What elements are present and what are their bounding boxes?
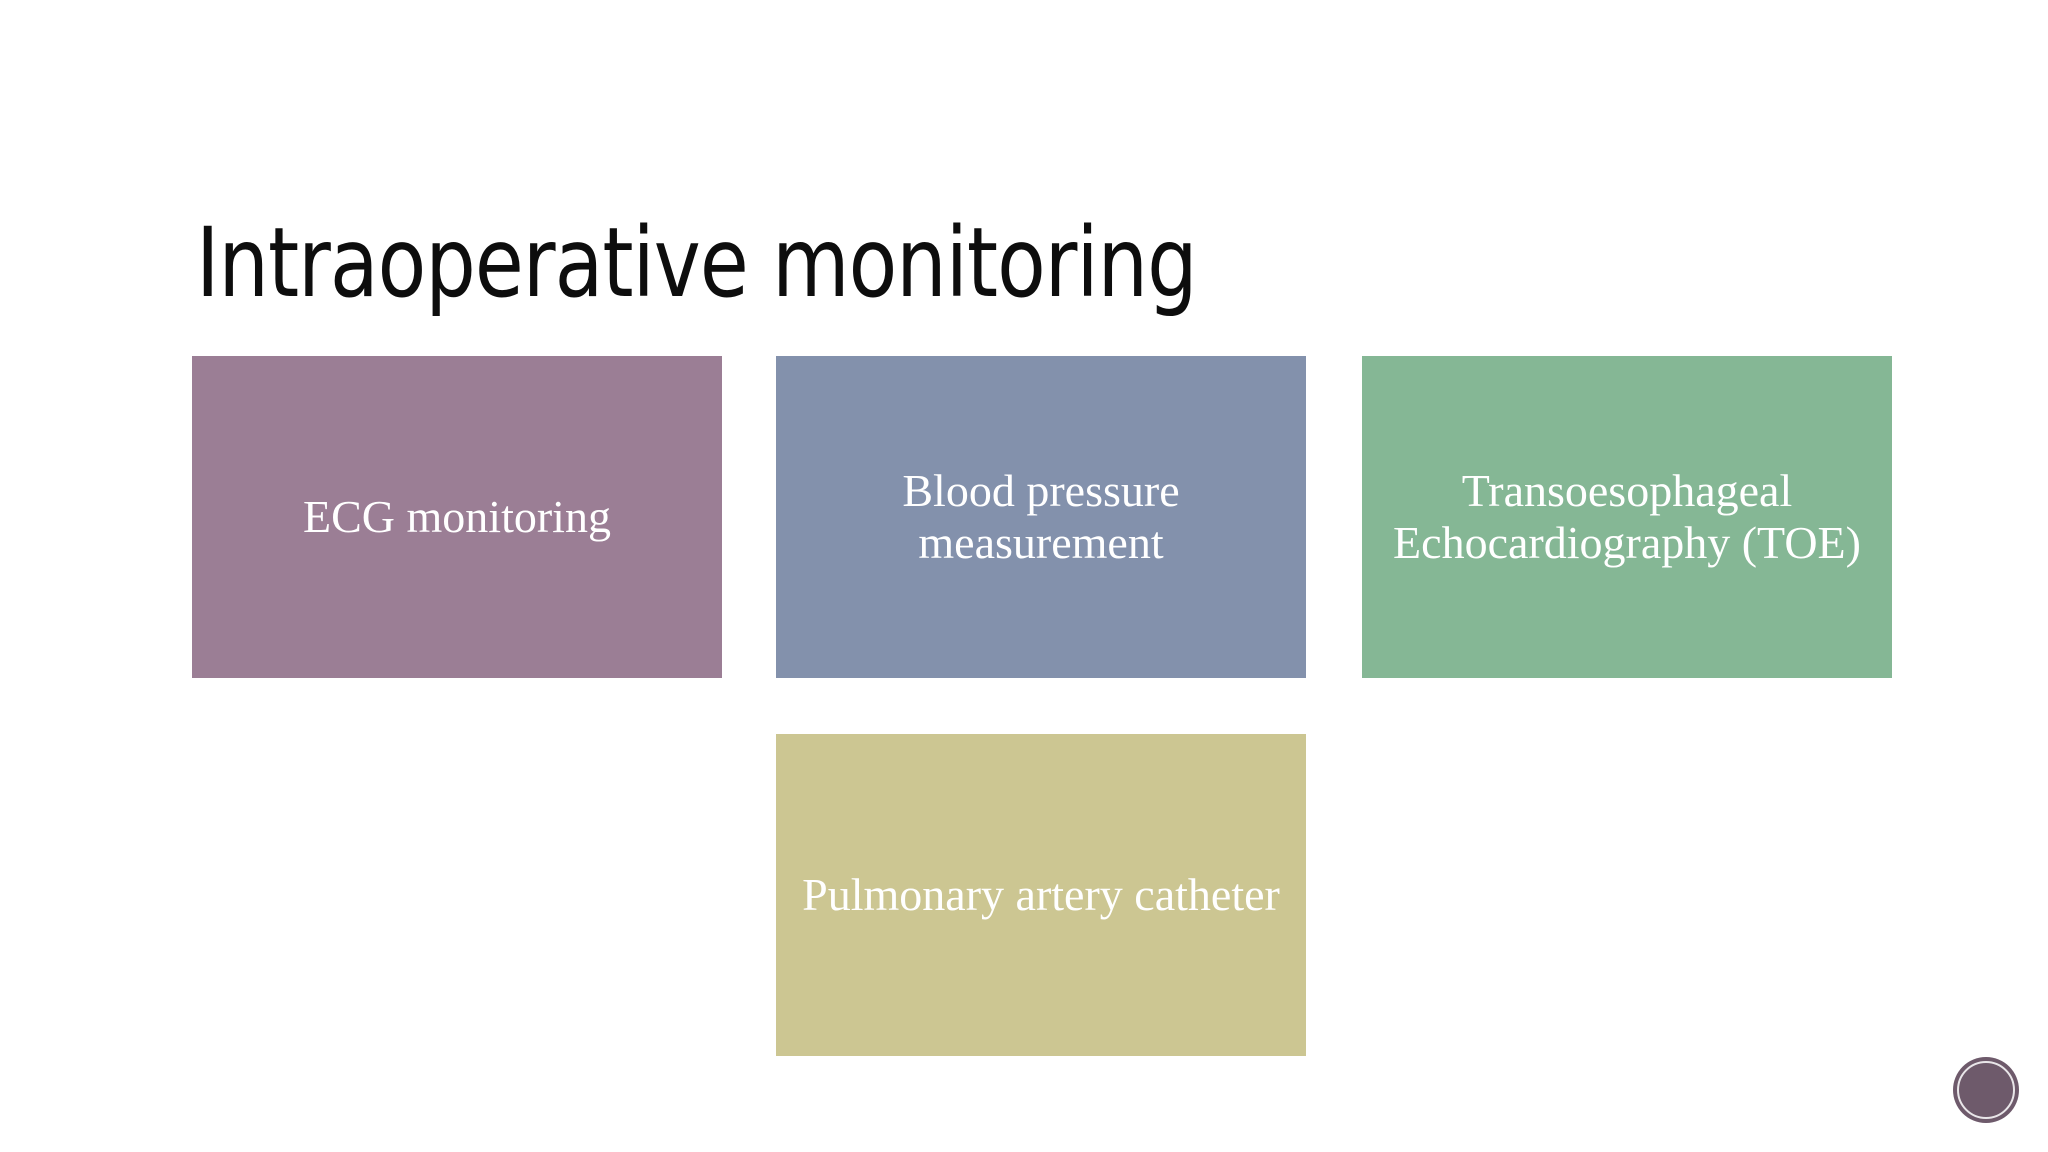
concept-box-blood-pressure[interactable]: Blood pressure measurement [776, 356, 1306, 678]
concept-box-pulmonary-artery-catheter[interactable]: Pulmonary artery catheter [776, 734, 1306, 1056]
logo-ring [1957, 1061, 2015, 1119]
concept-box-label: ECG monitoring [303, 490, 611, 542]
page-title: Intraoperative monitoring [196, 210, 1576, 341]
concept-box-transoesophageal-echocardiography[interactable]: Transoesophageal Echocardiography (TOE) [1362, 356, 1892, 678]
concept-box-label: Transoesophageal Echocardiography (TOE) [1393, 464, 1861, 568]
concept-box-label: Pulmonary artery catheter [802, 868, 1280, 920]
concept-box-ecg-monitoring[interactable]: ECG monitoring [192, 356, 722, 678]
circular-logo-badge-icon [1953, 1057, 2019, 1123]
concept-box-label: Blood pressure measurement [902, 464, 1180, 568]
